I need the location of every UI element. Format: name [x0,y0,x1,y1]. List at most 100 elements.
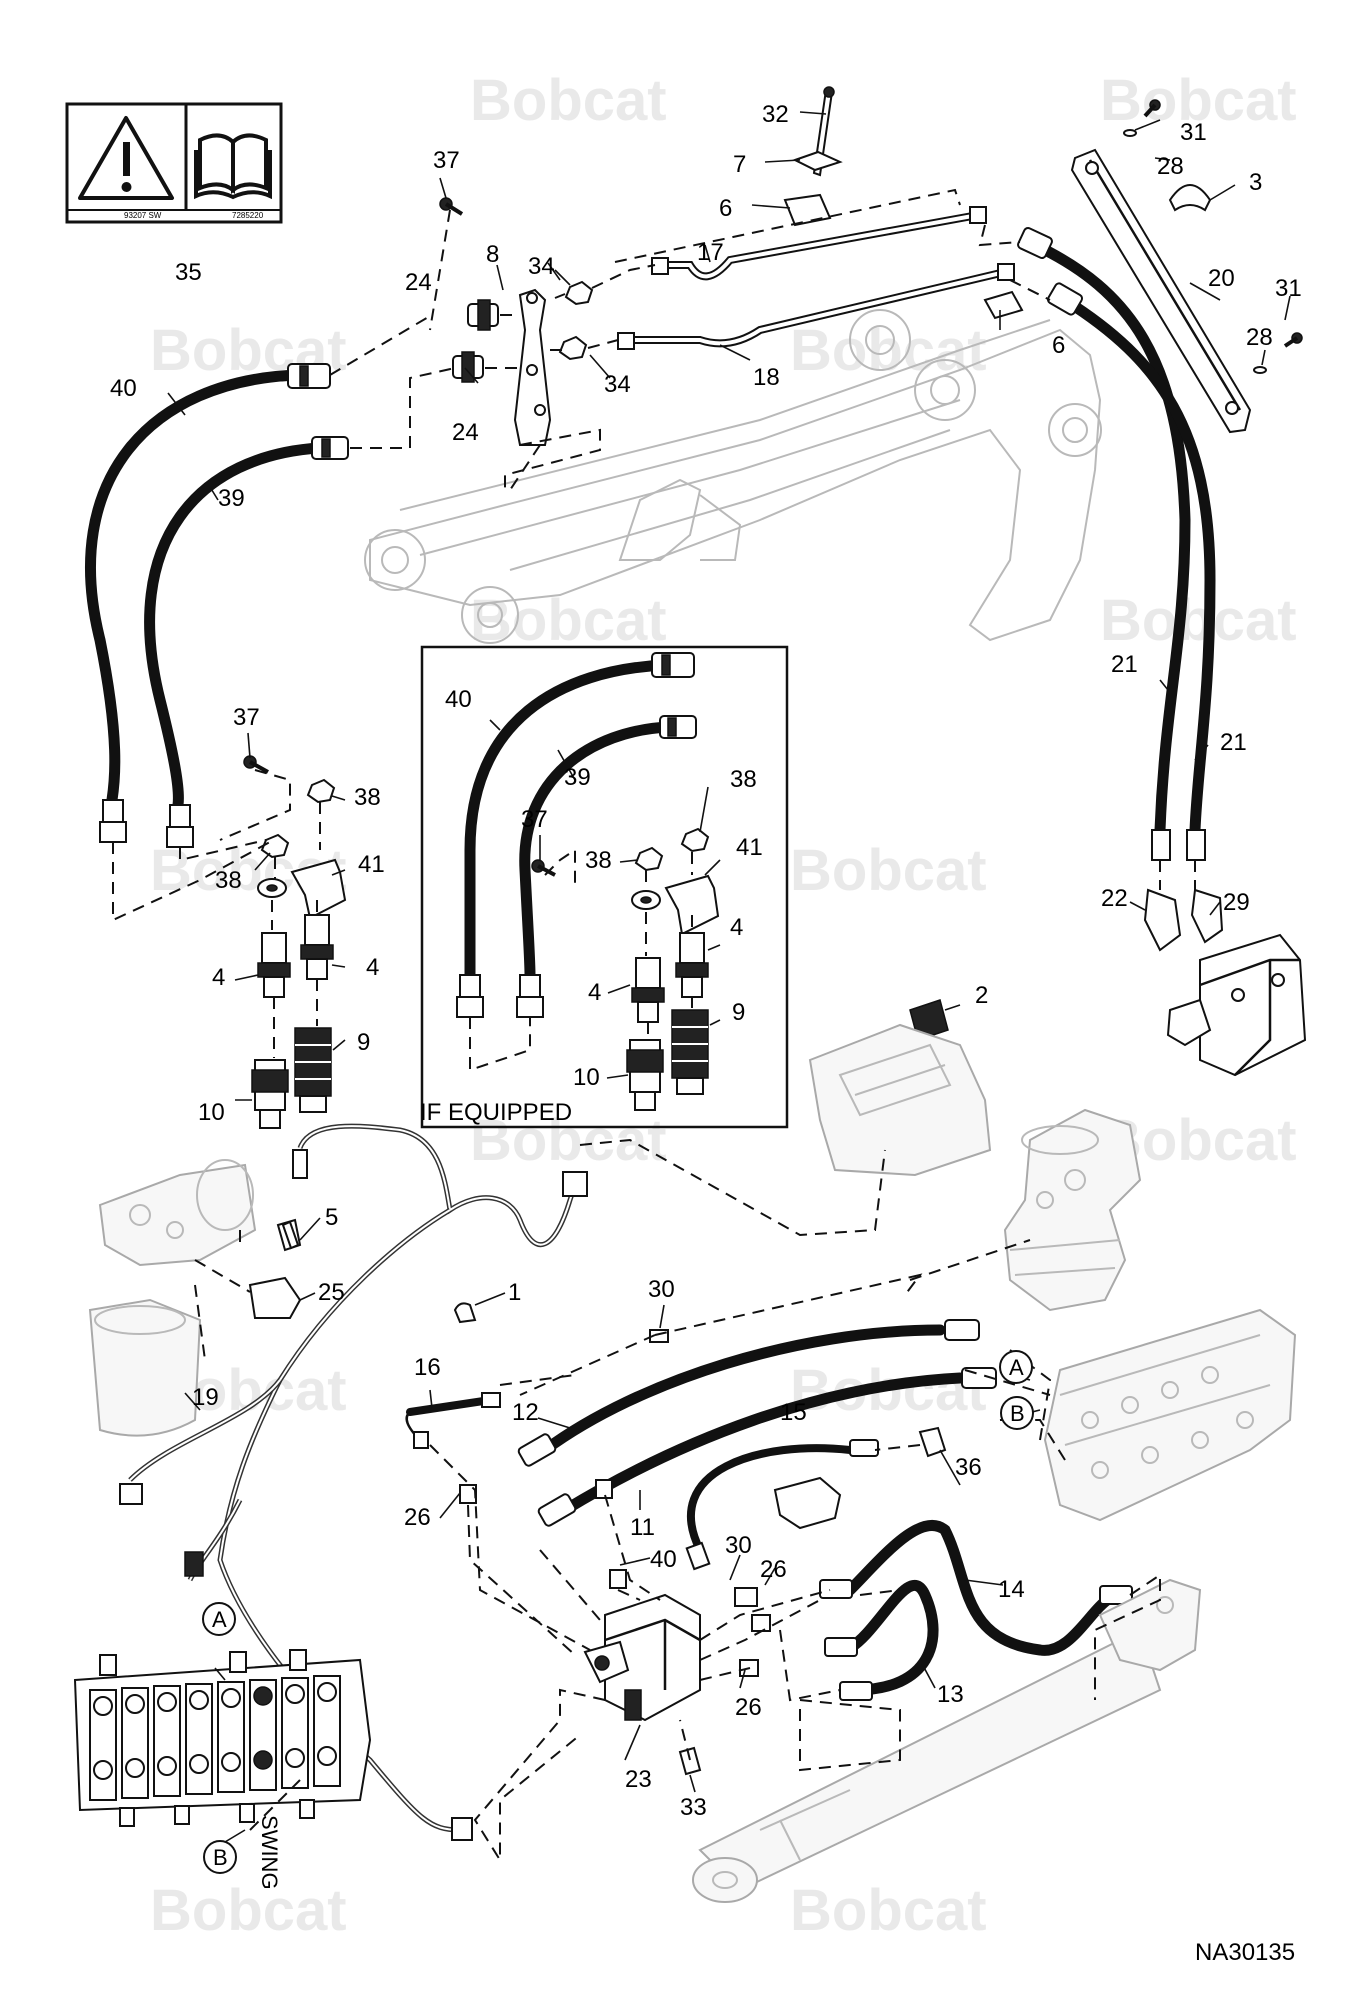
coupler-nipple [257,932,291,998]
callout-22: 22 [1101,885,1128,912]
callout-13: 13 [937,1681,964,1708]
routing-dashed-lines [112,188,1196,1864]
small-hardware-top [439,86,1303,374]
left-arm-hoses [85,363,349,848]
callout-40: 40 [650,1546,677,1573]
callout-26: 26 [760,1556,787,1583]
warning-triangle-icon [78,116,174,200]
callout-24: 24 [405,269,432,296]
callout-38: 38 [215,867,242,894]
callout-41: 41 [358,851,385,878]
callout-15: 15 [780,1399,807,1426]
left-coupler-stack [243,755,347,1129]
callout-38: 38 [730,766,757,793]
wiring-harness [119,1123,588,1841]
callout-37: 37 [233,704,260,731]
callout-9: 9 [357,1029,370,1056]
callout-31: 31 [1180,119,1207,146]
auxiliary-switch [808,999,992,1177]
callout-38: 38 [354,784,381,811]
circled-labels: A B A B [202,1350,1034,1874]
callout-3: 3 [1249,169,1262,196]
callout-4: 4 [212,964,225,991]
callout-33: 33 [680,1794,707,1821]
callout-5: 5 [325,1204,338,1231]
pump-filter-outline [88,1159,302,1437]
callout-2: 2 [975,982,988,1009]
callout-28: 28 [1157,153,1184,180]
bulkhead-bracket [452,280,594,446]
bulkhead-fitting-lower [452,351,484,383]
decal-code-left: 93207 SW [124,211,162,220]
callout-34: 34 [528,253,555,280]
circled-label-a: A [202,1602,236,1636]
circled-label-b: B [203,1840,237,1874]
circled-label-a: A [999,1350,1033,1384]
svg-text:B: B [1010,1401,1025,1426]
right-arm-hoses [1017,227,1216,861]
port-row-group [93,1682,337,1780]
bulkhead-fitting-upper [467,299,499,331]
main-control-valve-right [1043,1308,1297,1522]
callout-21: 21 [1220,729,1247,756]
callout-31: 31 [1275,275,1302,302]
callout-37: 37 [433,147,460,174]
swing-motor-outline [1003,1108,1142,1312]
callout-37: 37 [521,806,548,833]
coupler-nipple [675,932,709,998]
svg-text:B: B [213,1845,228,1870]
callout-28: 28 [1246,324,1273,351]
callout-32: 32 [762,101,789,128]
watermark: Bobcat [470,68,667,133]
callout-21: 21 [1111,651,1138,678]
callout-40: 40 [110,375,137,402]
callout-4: 4 [588,979,601,1006]
callout-30: 30 [725,1532,752,1559]
svg-text:A: A [1009,1355,1024,1380]
callout-leaders [167,111,1291,1846]
callout-17: 17 [697,239,724,266]
callout-18: 18 [753,364,780,391]
callout-10: 10 [573,1064,600,1091]
swing-label: SWING [257,1815,282,1890]
drawing-number: NA30135 [1195,1939,1295,1966]
callout-7: 7 [733,151,746,178]
quick-coupler-female [671,1009,709,1095]
watermark-group: Bobcat Bobcat Bobcat Bobcat Bobcat Bobca… [150,68,1297,1943]
hose-clamp-bar [1070,148,1252,434]
watermark: Bobcat [470,1108,667,1173]
callout-4: 4 [730,914,743,941]
callout-20: 20 [1208,265,1235,292]
callout-6: 6 [1052,332,1065,359]
callout-24: 24 [452,419,479,446]
callout-16: 16 [414,1354,441,1381]
callout-30: 30 [648,1276,675,1303]
safety-decal: 93207 SW 7285220 [65,102,283,224]
watermark: Bobcat [790,838,987,903]
callout-19: 19 [192,1384,219,1411]
circled-label-b: B [1000,1396,1034,1430]
svg-text:A: A [212,1607,227,1632]
callout-8: 8 [486,241,499,268]
callout-11: 11 [630,1514,655,1541]
watermark: Bobcat [1100,68,1297,133]
callout-9: 9 [732,999,745,1026]
quick-coupler-male [626,1039,664,1111]
callout-39: 39 [564,764,591,791]
steel-tubes [617,206,1015,350]
callout-1: 1 [508,1279,521,1306]
callout-39: 39 [218,485,245,512]
if-equipped-inset: IF EQUIPPED [420,645,789,1129]
watermark: Bobcat [790,1878,987,1943]
inset-label: IF EQUIPPED [420,1099,572,1126]
quick-coupler-male [251,1059,289,1129]
callout-6: 6 [719,195,732,222]
coupler-nipple [300,914,334,980]
watermark: Bobcat [470,588,667,653]
callout-29: 29 [1223,889,1250,916]
callout-14: 14 [998,1576,1025,1603]
callout-40: 40 [445,686,472,713]
callout-38: 38 [585,847,612,874]
callout-25: 25 [318,1279,345,1306]
